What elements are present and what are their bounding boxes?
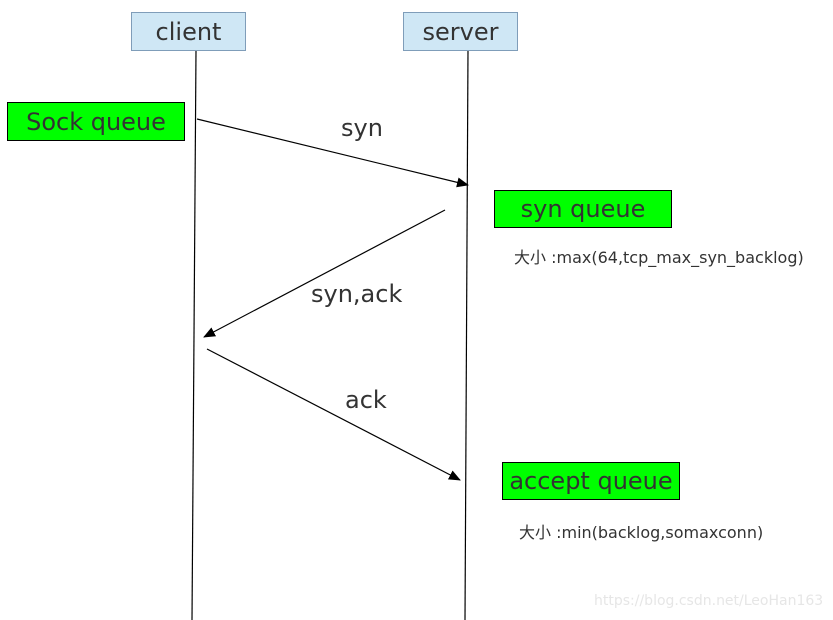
client-lifeline xyxy=(191,49,197,620)
server-lifeline xyxy=(464,49,469,620)
client-actor-label: client xyxy=(155,17,222,46)
ack-arrow xyxy=(206,348,461,481)
sock-queue-box: Sock queue xyxy=(7,102,185,141)
ack-message-label: ack xyxy=(345,386,387,414)
server-actor-box: server xyxy=(403,12,518,51)
watermark-text: https://blog.csdn.net/LeoHan163 xyxy=(594,593,824,609)
server-actor-label: server xyxy=(422,17,499,46)
accept-queue-label: accept queue xyxy=(509,467,673,495)
accept-queue-box: accept queue xyxy=(502,462,680,500)
client-actor-box: client xyxy=(131,12,246,51)
syn-ack-arrow xyxy=(203,209,446,338)
syn-ack-message-label: syn,ack xyxy=(311,280,403,308)
syn-message-label: syn xyxy=(341,114,383,142)
syn-arrow xyxy=(196,118,469,188)
accept-queue-size-note: 大小 :min(backlog,somaxconn) xyxy=(519,523,764,542)
syn-queue-box: syn queue xyxy=(494,190,672,228)
syn-queue-label: syn queue xyxy=(520,195,646,223)
sock-queue-label: Sock queue xyxy=(26,107,166,136)
syn-queue-size-note: 大小 :max(64,tcp_max_syn_backlog) xyxy=(514,248,804,267)
